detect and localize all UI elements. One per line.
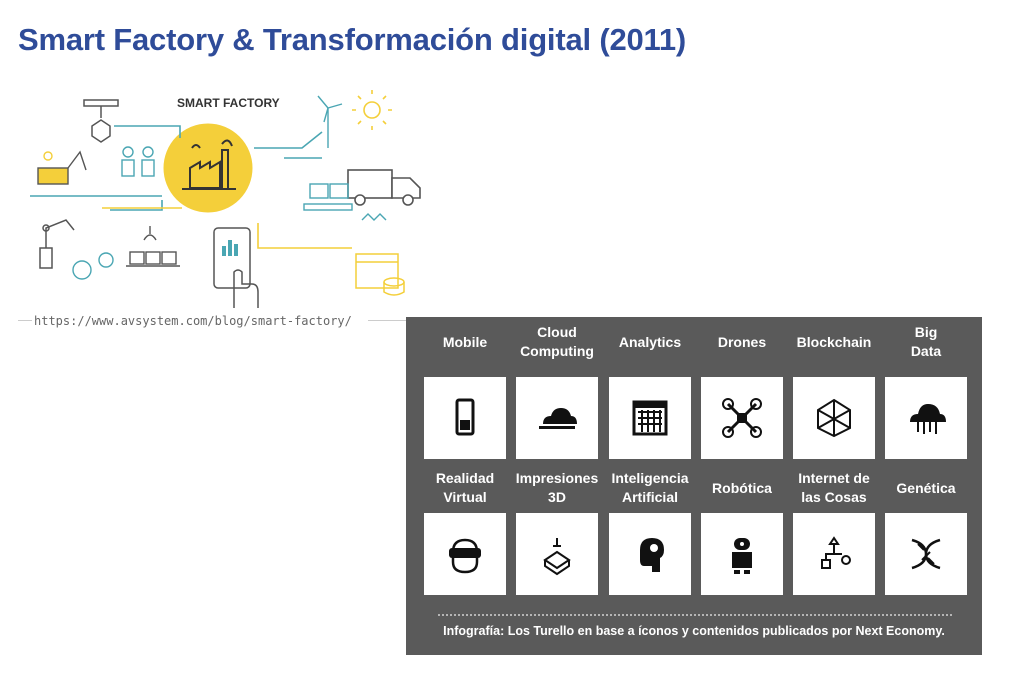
tech-label-impresiones-3d: Impresiones 3D	[515, 470, 599, 505]
gears-icon	[72, 252, 114, 280]
tech-label-realidad-virtual: Realidad Virtual	[435, 470, 495, 505]
technologies-infographic: Mobile Cloud Computing Analytics Drones …	[406, 317, 982, 655]
tech-tile-robotica	[701, 513, 783, 595]
factory-hub-circle	[160, 120, 256, 216]
factory-icon	[182, 139, 236, 190]
conveyor-icon	[126, 226, 180, 267]
tech-tile-drones	[701, 377, 783, 459]
tech-label-mobile: Mobile	[442, 333, 488, 350]
database-window-icon	[355, 253, 405, 296]
boxes-icon	[303, 183, 387, 221]
tech-label-drones: Drones	[717, 333, 767, 350]
3d-printer-icon	[543, 538, 571, 576]
tech-tile-mobile	[424, 377, 506, 459]
tech-tile-analytics	[609, 377, 691, 459]
dna-icon	[911, 538, 941, 570]
tech-label-blockchain: Blockchain	[796, 333, 872, 350]
tech-tile-internet-de-las-cosas	[793, 513, 875, 595]
robot-icon	[732, 538, 752, 574]
robot-arm-icon	[39, 219, 75, 269]
tech-label-robotica: Robótica	[712, 479, 772, 496]
dotted-divider	[438, 614, 952, 616]
excavator-icon	[37, 150, 87, 185]
tech-tile-genetica	[885, 513, 967, 595]
divider	[368, 320, 406, 321]
drone-icon	[722, 398, 762, 438]
mobile-phone-icon	[455, 398, 475, 436]
infographic-credit: Infografía: Los Turello en base a íconos…	[443, 624, 945, 638]
tech-label-cloud-computing: Cloud Computing	[520, 324, 594, 359]
sun-icon	[352, 90, 392, 130]
tech-label-analytics: Analytics	[618, 333, 682, 350]
data-cloud-icon	[910, 404, 946, 434]
calendar-grid-icon	[632, 400, 668, 436]
cloud-icon	[539, 408, 577, 429]
blockchain-icon	[817, 398, 851, 438]
tech-tile-blockchain	[793, 377, 875, 459]
smartphone-hand-icon	[213, 227, 259, 308]
tech-label-genetica: Genética	[896, 479, 956, 496]
wind-turbine-icon	[317, 95, 343, 148]
tech-tile-inteligencia-artificial	[609, 513, 691, 595]
source-url[interactable]: https://www.avsystem.com/blog/smart-fact…	[34, 314, 352, 328]
truck-icon	[347, 169, 421, 206]
workers-icon	[121, 146, 155, 177]
tech-tile-cloud-computing	[516, 377, 598, 459]
ai-head-icon	[640, 538, 664, 572]
smart-factory-illustration: SMART FACTORY	[22, 88, 422, 310]
illustration-heading: SMART FACTORY	[177, 96, 280, 110]
tech-tile-big-data	[885, 377, 967, 459]
overhead-crane-icon	[83, 99, 119, 143]
vr-headset-icon	[449, 538, 481, 574]
tech-label-big-data: Big Data	[910, 324, 942, 359]
tech-label-inteligencia-artificial: Inteligencia Artificial	[611, 470, 689, 505]
iot-icon	[821, 536, 851, 569]
page-title: Smart Factory & Transformación digital (…	[18, 22, 687, 57]
divider	[18, 320, 32, 321]
tech-tile-realidad-virtual	[424, 513, 506, 595]
tech-tile-impresiones-3d	[516, 513, 598, 595]
tech-label-internet-de-las-cosas: Internet de las Cosas	[798, 470, 870, 505]
